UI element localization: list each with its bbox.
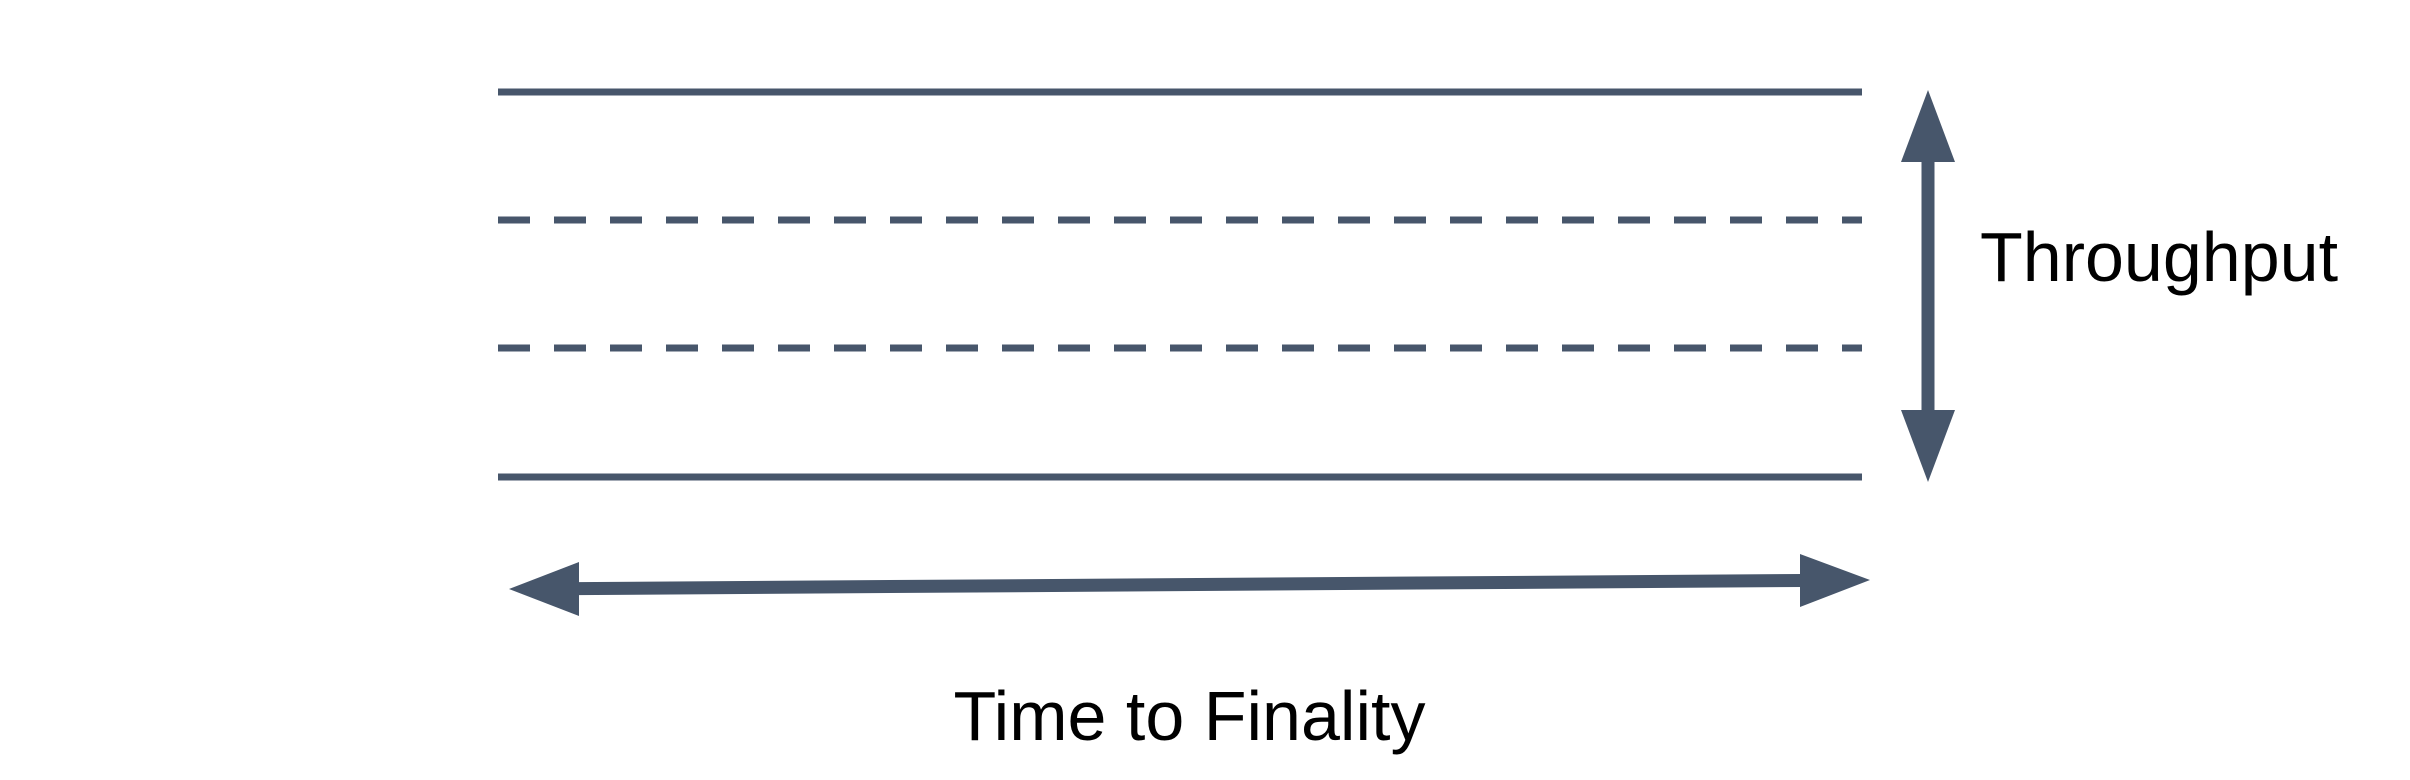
horizontal-arrow-head-right xyxy=(1800,554,1870,607)
double-arrow-vertical-icon xyxy=(1901,90,1955,482)
horizontal-arrow-head-left xyxy=(509,562,579,616)
time-to-finality-label: Time to Finality xyxy=(953,677,1426,755)
vertical-arrow-head-bottom xyxy=(1901,410,1955,482)
throughput-label: Throughput xyxy=(1980,218,2339,296)
double-arrow-horizontal-icon xyxy=(509,554,1870,616)
horizontal-arrow-shaft xyxy=(575,574,1804,596)
vertical-arrow-head-top xyxy=(1901,90,1955,162)
